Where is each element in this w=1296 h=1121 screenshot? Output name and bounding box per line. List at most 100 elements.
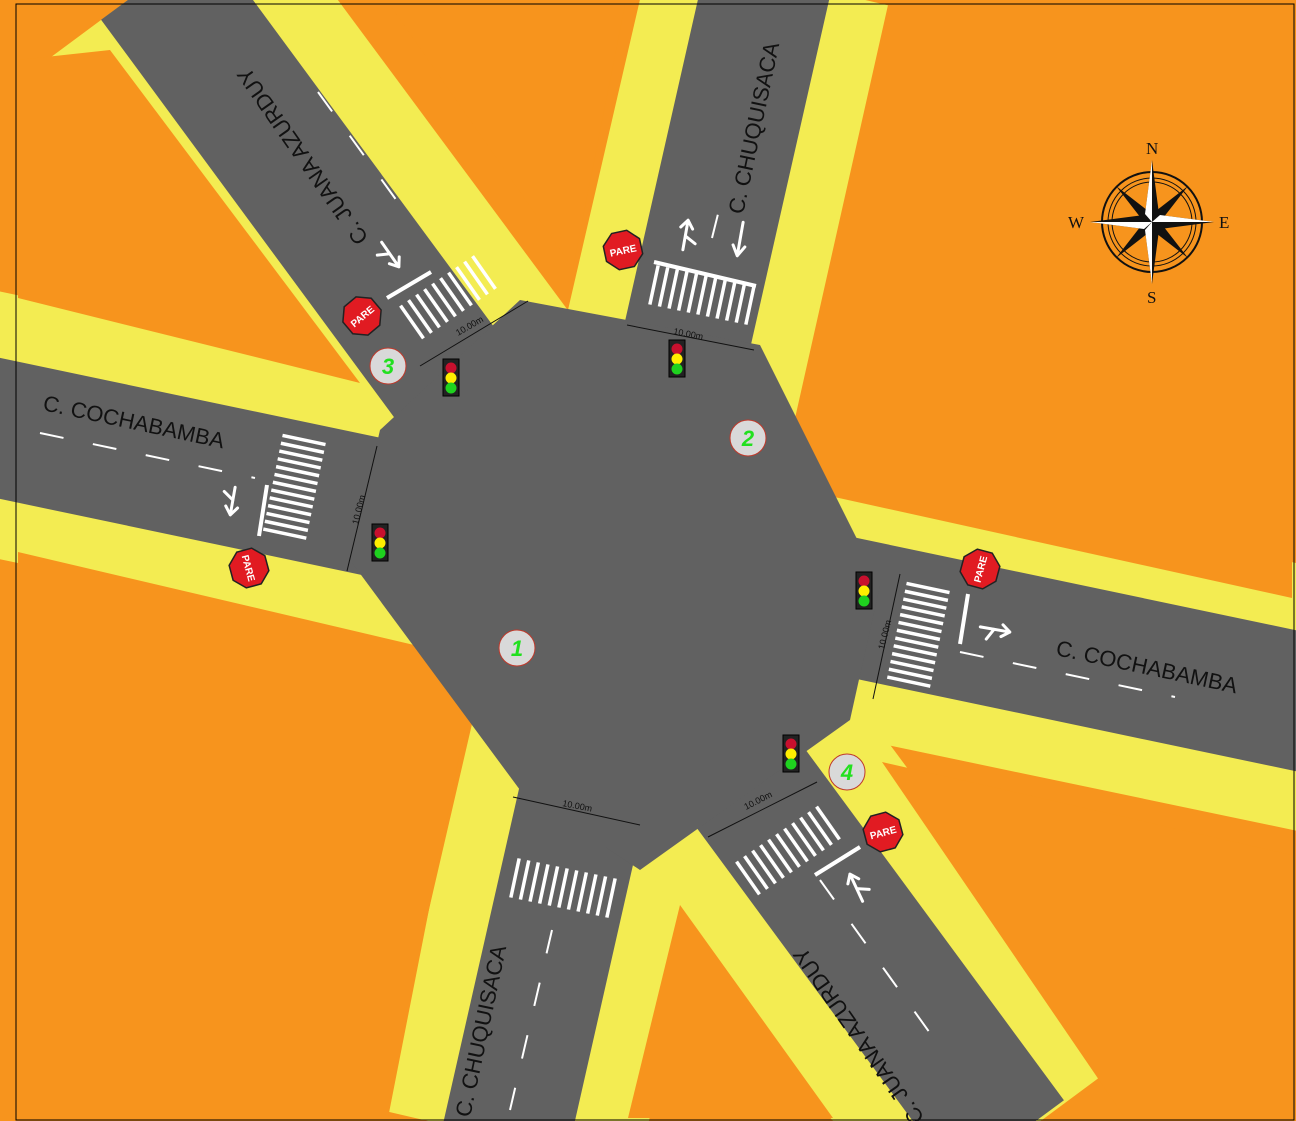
turn-arrow-icon (679, 218, 697, 252)
crosswalk-stripe (715, 279, 728, 319)
crosswalk-east (886, 581, 950, 688)
dimension-line-cochabamba-east (872, 573, 901, 700)
crosswalk-north-juana (399, 255, 497, 340)
point-marker-1: 1 (498, 629, 536, 667)
crosswalk-stripe (509, 858, 521, 898)
point-marker-3: 3 (369, 347, 407, 385)
traffic-light-icon (668, 339, 686, 378)
block-southwest (18, 552, 478, 1118)
stop-line-north-juana (385, 270, 433, 300)
crosswalk-stripe (399, 304, 425, 340)
crosswalk-stripe (282, 433, 326, 447)
crosswalk-stripe (595, 876, 608, 916)
lane-dash-cochabamba-east (959, 651, 1176, 698)
crosswalk-south-chuquisaca (509, 858, 617, 918)
crosswalk-stripe (705, 277, 718, 317)
compass-south: S (1147, 288, 1156, 307)
stop-line-north-chuquisaca (653, 260, 757, 288)
dimension-line-juana-south (707, 781, 818, 838)
crosswalk-stripe (657, 267, 670, 307)
crosswalk-west (262, 433, 326, 540)
crosswalk-stripe (537, 864, 550, 904)
crosswalk-stripe (528, 862, 541, 902)
crosswalk-stripe (267, 503, 312, 517)
crosswalk-stripe (775, 833, 801, 868)
lane-dash-juana-south (819, 879, 936, 1041)
crosswalk-stripe (799, 816, 825, 852)
turn-arrow-icon (978, 623, 1012, 641)
crosswalk-stripe (902, 597, 947, 610)
crosswalk-stripe (605, 878, 617, 918)
crosswalk-stripe (266, 511, 310, 525)
crosswalk-stripe (899, 612, 944, 626)
crosswalk-stripe (744, 285, 756, 325)
crosswalk-stripe (439, 277, 465, 312)
dimension-line-juana-north (419, 300, 529, 367)
block-northeast (780, 5, 1292, 598)
traffic-light-icon (855, 571, 873, 610)
stop-sign-icon: PARE (342, 296, 382, 336)
crosswalk-stripe (783, 827, 809, 863)
crosswalk-stripe (280, 441, 325, 455)
straight-arrow-icon (731, 220, 747, 258)
lane-dash-chuquisaca-north (711, 213, 719, 239)
dimension-line-cochabamba-west (346, 445, 378, 572)
crosswalk-stripe (743, 855, 769, 890)
lane-arrows (222, 218, 1012, 903)
stop-sign-icon: PARE (602, 229, 644, 271)
crosswalk-south-juana (735, 805, 841, 896)
block-northwest-corner (18, 50, 360, 383)
crosswalk-stripe (269, 496, 314, 509)
crosswalk-stripe (890, 659, 934, 673)
crosswalk-north-chuquisaca (648, 265, 756, 325)
compass-east: E (1219, 213, 1229, 232)
traffic-light-icon (371, 523, 389, 562)
stop-line-west (257, 484, 269, 537)
crosswalk-stripe (898, 620, 942, 634)
crosswalk-stripe (807, 811, 833, 846)
crosswalk-stripe (547, 866, 560, 906)
crosswalk-stripe (759, 844, 785, 879)
crosswalk-stripe (896, 628, 941, 642)
crosswalk-stripe (415, 293, 441, 329)
point-marker-2: 2 (729, 419, 767, 457)
crosswalk-stripe (274, 472, 318, 486)
crosswalk-stripe (667, 269, 680, 309)
crosswalk-stripe (518, 860, 531, 900)
crosswalk-stripe (906, 581, 950, 595)
turn-arrow-icon (846, 872, 871, 903)
dimension-line-chuquisaca-south (512, 796, 641, 826)
block-south-wedge (628, 905, 833, 1118)
point-label: 3 (382, 354, 394, 379)
crosswalk-stripe (696, 275, 708, 315)
point-marker-4: 4 (828, 753, 866, 791)
crosswalk-stripe (576, 872, 589, 912)
crosswalk-stripe (272, 480, 317, 494)
lane-dashes (39, 91, 1176, 1111)
crosswalk-stripe (270, 488, 315, 501)
crosswalk-stripe (431, 282, 457, 318)
traffic-light-icon (442, 358, 460, 397)
crosswalk-stripe (566, 870, 579, 910)
crosswalk-stripe (262, 527, 307, 540)
crosswalk-stripe (735, 860, 761, 896)
crosswalk-stripe (463, 260, 489, 296)
point-label: 4 (840, 760, 853, 785)
crosswalk-stripe (791, 822, 817, 857)
lane-dash-cochabamba-west (39, 432, 256, 479)
stop-line-east (958, 593, 970, 645)
dimension-lines (346, 300, 901, 838)
compass-west: W (1068, 213, 1085, 232)
crosswalk-stripe (888, 667, 933, 681)
turn-arrow-icon (222, 485, 240, 517)
crosswalk-stripe (423, 288, 449, 323)
block-north-wedge (390, 5, 625, 268)
map-frame (15, 3, 1295, 1121)
turn-arrow-icon (375, 240, 401, 269)
crosswalk-stripe (585, 874, 598, 914)
crosswalk-stripe (277, 457, 322, 470)
crosswalk-stripe (648, 265, 660, 305)
crosswalk-stripe (557, 868, 569, 908)
crosswalk-stripe (751, 849, 777, 885)
